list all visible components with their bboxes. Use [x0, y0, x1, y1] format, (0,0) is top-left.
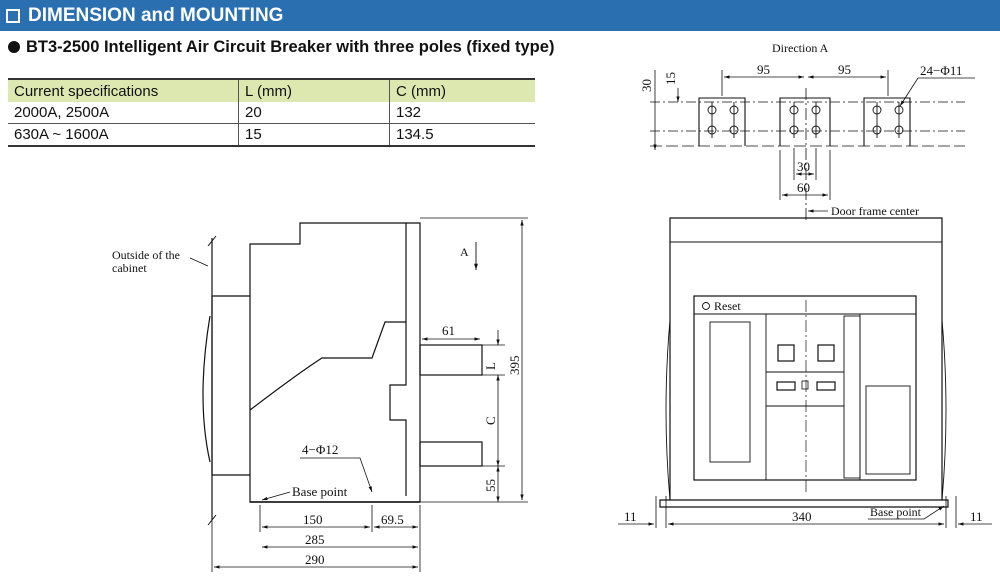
on-button: [777, 344, 795, 362]
front-view-labels: Door frame center Reset Base point 11 34…: [624, 204, 983, 524]
cell: 15: [238, 123, 390, 147]
charge-indicator: [801, 380, 809, 390]
leader-base-point: [868, 505, 945, 520]
dim-69-5-label: 69.5: [381, 512, 404, 527]
leader-24-holes: [899, 77, 919, 107]
front-panel: [693, 295, 917, 481]
dim-11-left-label: 11: [624, 509, 637, 524]
front-outline: [669, 217, 943, 500]
leader-outside: [189, 257, 209, 267]
off-button: [817, 344, 835, 362]
terminal-block-1: [698, 97, 746, 146]
arrow-a-label: A: [460, 245, 469, 259]
base-point-label: Base point: [870, 505, 922, 519]
holes-24-label: 24−Φ11: [920, 63, 962, 78]
square-icon: [6, 8, 20, 23]
break-mark: [207, 235, 217, 247]
outside-label: Outside of the: [112, 248, 180, 262]
header-l: L (mm): [238, 78, 390, 102]
indicator-right: [816, 381, 836, 391]
spec-table-header: Current specifications L (mm) C (mm): [8, 78, 535, 102]
terminal-block-3: [863, 97, 911, 146]
terminal-block-2: [779, 97, 831, 146]
dim-30b-label: 30: [797, 159, 810, 174]
base-point-label: Base point: [292, 484, 348, 499]
dim-95b-label: 95: [838, 62, 851, 77]
cell: 132: [389, 102, 535, 124]
holes-label: 4−Φ12: [302, 442, 338, 457]
dim-15-label: 15: [663, 72, 678, 85]
side-strip: [843, 315, 861, 479]
dim-395-label: 395: [507, 356, 522, 376]
front-bulge: [202, 315, 211, 463]
left-window: [709, 321, 751, 463]
dim-l-label: L: [483, 362, 498, 370]
header-banner: DIMENSION and MOUNTING: [0, 0, 1000, 31]
section-subtitle: BT3-2500 Intelligent Air Circuit Breaker…: [8, 38, 554, 57]
leader-holes: [300, 457, 373, 493]
leader-base: [261, 491, 291, 501]
dim-61-label: 61: [442, 323, 455, 338]
front-left-curve: [665, 319, 671, 501]
front-right-curve: [941, 319, 947, 501]
indicator-left: [776, 381, 796, 391]
cell: 630A ~ 1600A: [8, 123, 239, 147]
page-title: DIMENSION and MOUNTING: [28, 4, 284, 26]
subtitle-text: BT3-2500 Intelligent Air Circuit Breaker…: [26, 38, 555, 56]
direction-a-title: Direction A: [772, 41, 829, 55]
lower-terminal: [419, 441, 483, 467]
front-view: [618, 209, 992, 528]
upper-terminal: [419, 344, 483, 376]
bullet-icon: [8, 41, 20, 53]
side-view: [189, 217, 528, 572]
cell: 134.5: [389, 123, 535, 147]
dim-340-label: 340: [792, 509, 812, 524]
header-c: C (mm): [389, 78, 535, 102]
dim-55-label: 55: [483, 479, 498, 492]
front-panel: [211, 295, 250, 476]
cell: 20: [238, 102, 390, 124]
dim-95a-label: 95: [757, 62, 770, 77]
outside-label-2: cabinet: [112, 261, 147, 275]
dim-c-label: C: [483, 416, 498, 425]
spec-table: Current specifications L (mm) C (mm) 200…: [8, 78, 535, 147]
table-row: 630A ~ 1600A 15 134.5: [8, 123, 535, 147]
direction-a-labels: Direction A 30 15 95 95 24−Φ11 30 60: [639, 41, 962, 195]
right-window: [865, 385, 911, 475]
dim-285-label: 285: [305, 532, 325, 547]
direction-a-view: [650, 70, 975, 222]
dim-11-right-label: 11: [970, 509, 983, 524]
base-plate: [659, 499, 949, 508]
breaker-body: [249, 222, 421, 503]
reset-icon: [702, 302, 710, 310]
header-current: Current specifications: [8, 78, 239, 102]
mounting-holes: [707, 102, 904, 138]
door-frame-label: Door frame center: [831, 204, 919, 218]
dim-150-label: 150: [303, 512, 323, 527]
dim-30-label: 30: [639, 79, 654, 92]
inner-profile: [249, 321, 407, 496]
cell: 2000A, 2500A: [8, 102, 239, 124]
reset-label: Reset: [714, 299, 741, 313]
dim-60-label: 60: [797, 180, 810, 195]
dim-290-label: 290: [305, 552, 325, 567]
side-view-labels: Outside of the cabinet A 61 L C 395 55 4…: [112, 245, 522, 567]
table-row: 2000A, 2500A 20 132: [8, 102, 535, 124]
